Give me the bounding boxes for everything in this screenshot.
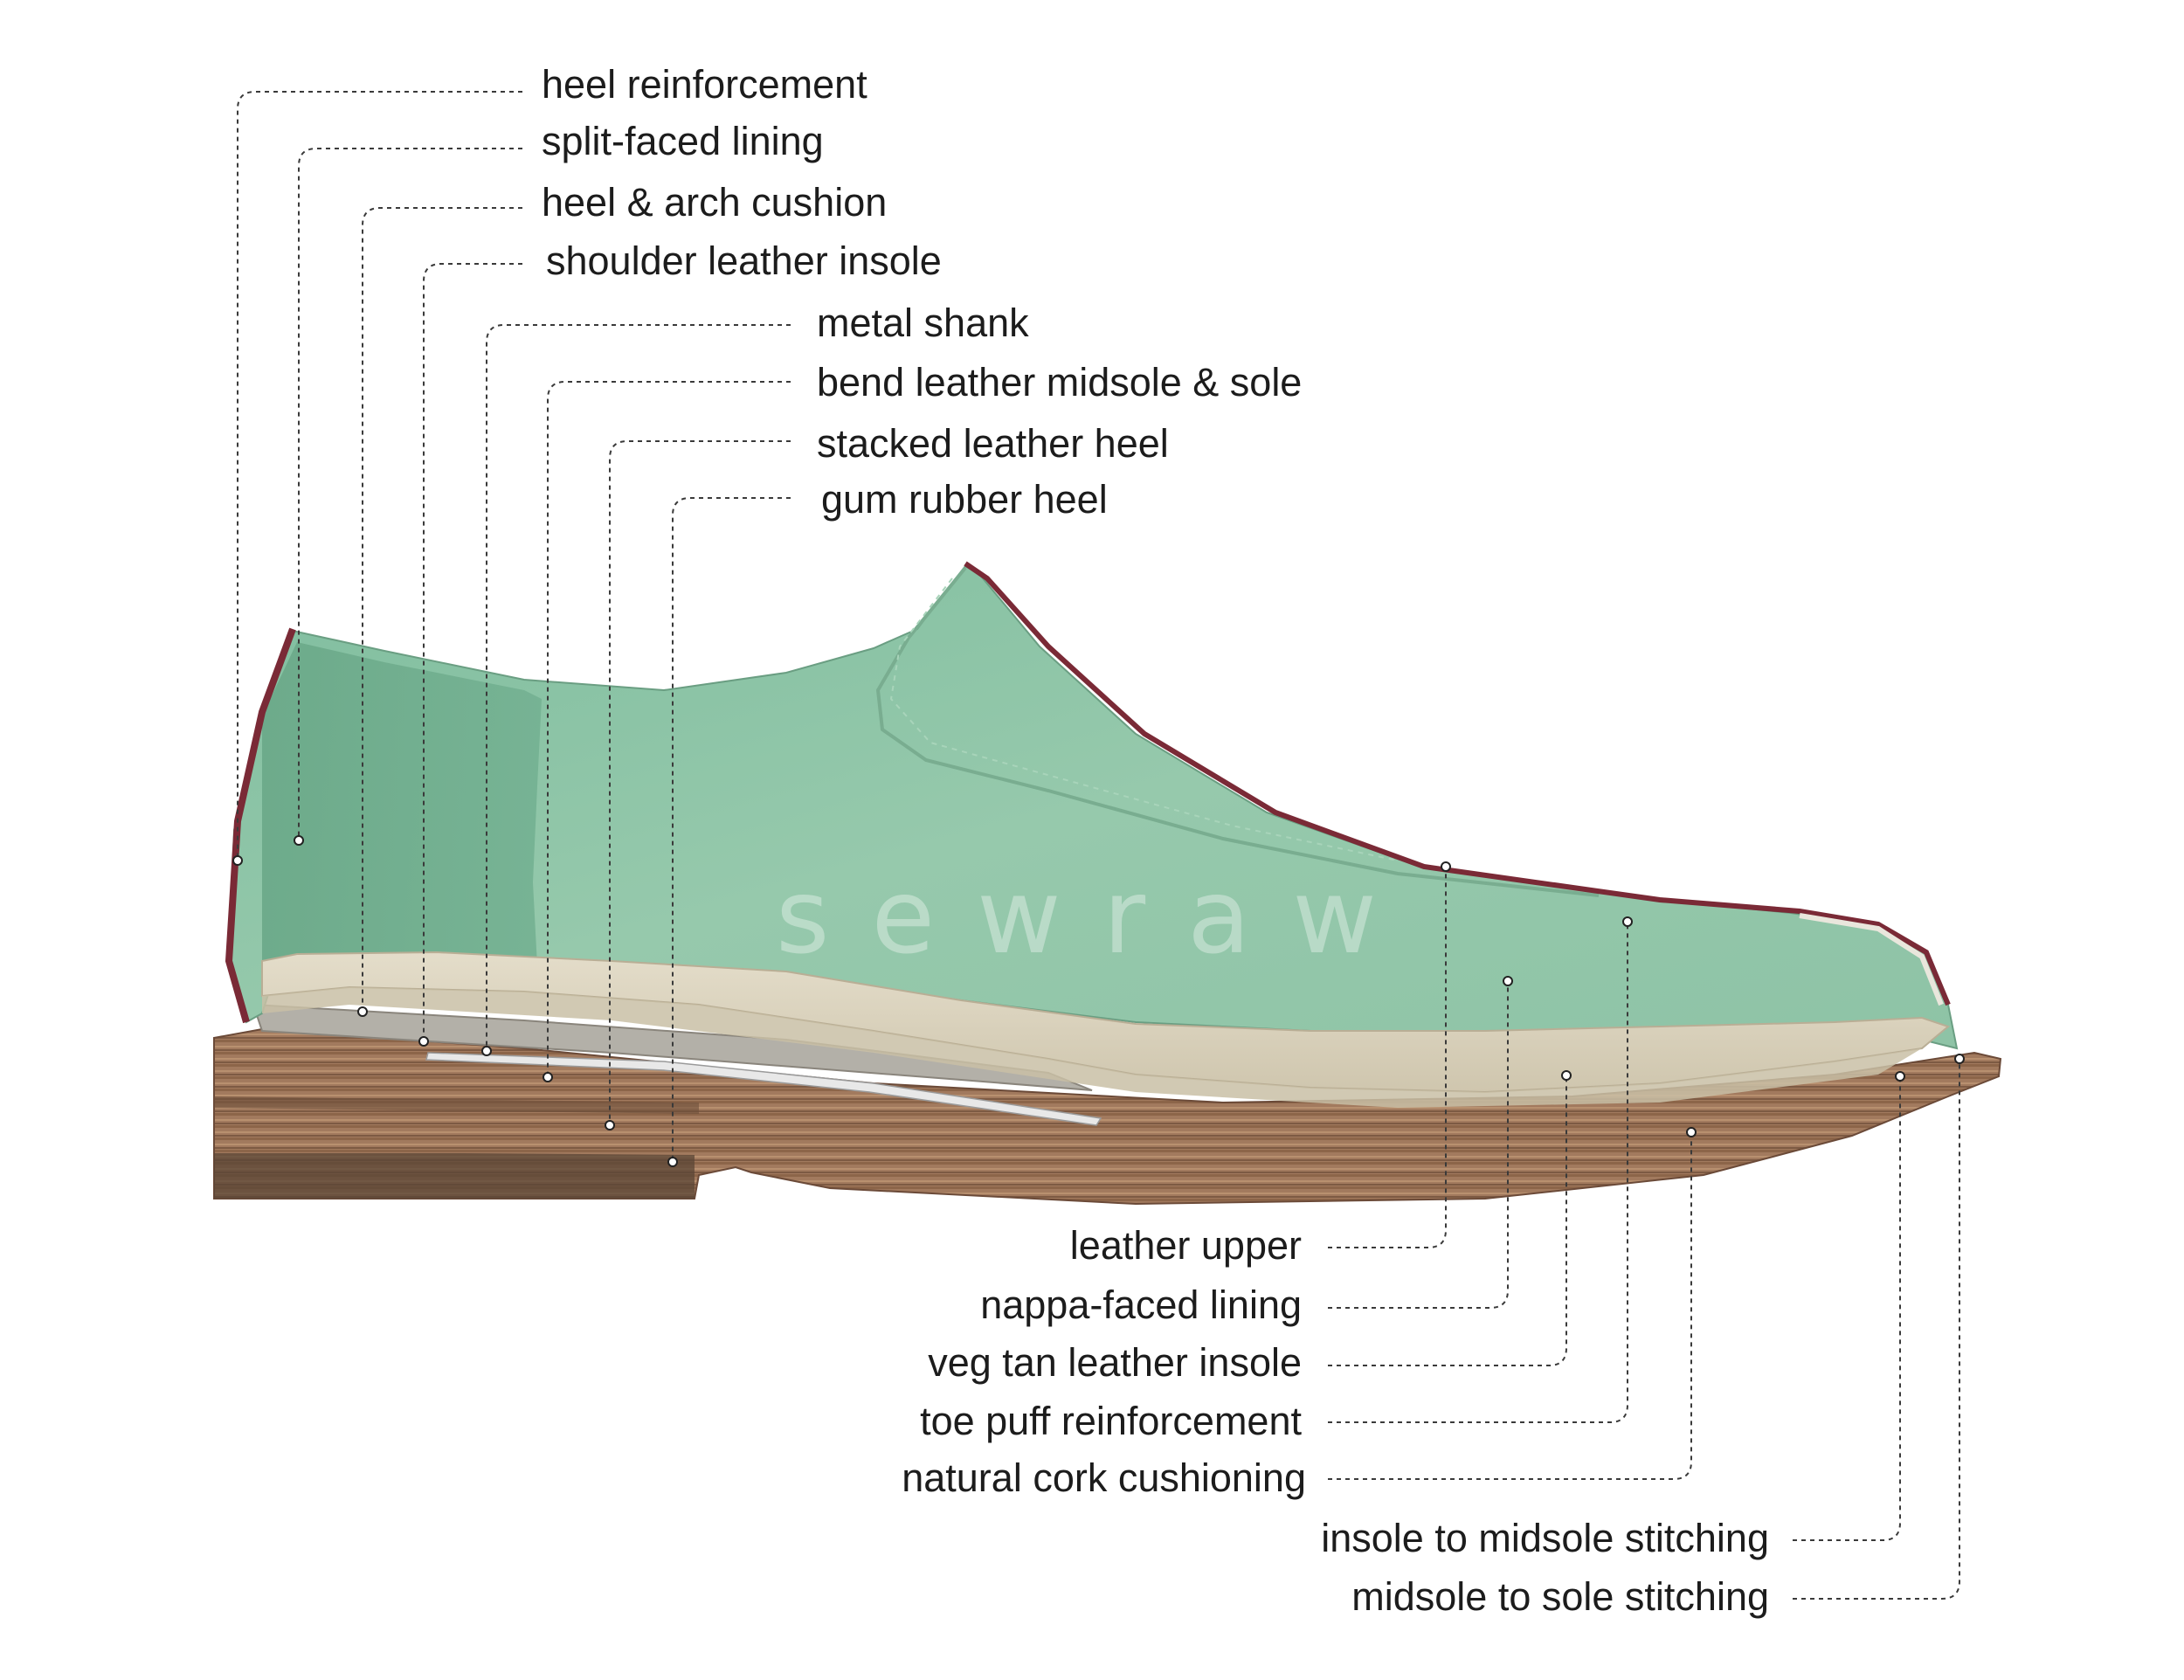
label-shoulder-leather-insole: shoulder leather insole <box>546 239 942 283</box>
label-nappa-faced-lining: nappa-faced lining <box>980 1282 1302 1327</box>
leader-metal-shank <box>486 324 791 1051</box>
anchor-leather-upper <box>1441 861 1451 872</box>
label-toe-puff-reinforcement: toe puff reinforcement <box>920 1399 1302 1443</box>
brand-watermark: sewraw <box>776 856 1419 977</box>
anchor-heel-reinforcement <box>232 855 243 866</box>
anchor-heel-arch-cushion <box>357 1006 368 1017</box>
leader-gum-rubber-heel <box>672 497 791 1162</box>
label-heel-reinforcement: heel reinforcement <box>542 62 867 107</box>
heel-mid-layer <box>214 1096 699 1114</box>
leader-bend-leather-midsole <box>547 381 791 1077</box>
anchor-metal-shank <box>481 1046 492 1056</box>
heel-lining-panel <box>262 642 542 965</box>
leader-veg-tan-leather-insole <box>1328 1075 1567 1366</box>
leader-split-faced-lining <box>298 148 522 840</box>
anchor-toe-puff-reinforcement <box>1622 916 1633 927</box>
label-metal-shank: metal shank <box>817 301 1029 345</box>
anchor-natural-cork-cushioning <box>1686 1127 1697 1137</box>
leader-nappa-faced-lining <box>1328 981 1509 1309</box>
leader-heel-reinforcement <box>237 91 522 861</box>
heel-dark-layer <box>214 1153 695 1199</box>
label-leather-upper: leather upper <box>1070 1223 1302 1268</box>
metal-shank-shape <box>425 1052 1102 1126</box>
leader-midsole-sole-stitching <box>1793 1059 1960 1600</box>
insole-lower-band <box>262 987 1922 1108</box>
label-veg-tan-leather-insole: veg tan leather insole <box>928 1340 1302 1385</box>
shoe-cutaway-illustration: sewraw <box>213 561 2002 1206</box>
anchor-bend-leather-midsole <box>543 1072 553 1082</box>
label-bend-leather-midsole-sole: bend leather midsole & sole <box>817 360 1302 404</box>
bottom-callout-labels: leather upper nappa-faced lining veg tan… <box>902 1223 1769 1619</box>
label-midsole-to-sole-stitching: midsole to sole stitching <box>1351 1574 1769 1619</box>
leader-insole-midsole-stitching <box>1793 1076 1901 1541</box>
anchor-shoulder-leather-insole <box>418 1036 429 1047</box>
anchor-split-faced-lining <box>294 835 304 846</box>
label-heel-arch-cushion: heel & arch cushion <box>542 180 887 225</box>
anchor-insole-midsole-stitching <box>1895 1071 1905 1082</box>
anchor-gum-rubber-heel <box>667 1157 678 1167</box>
leader-stacked-leather-heel <box>609 440 791 1125</box>
anchor-veg-tan-leather-insole <box>1561 1070 1572 1081</box>
leader-shoulder-leather-insole <box>423 263 522 1041</box>
anchor-stacked-leather-heel <box>605 1120 615 1130</box>
label-insole-to-midsole-stitching: insole to midsole stitching <box>1321 1516 1769 1560</box>
label-stacked-leather-heel: stacked leather heel <box>817 421 1169 466</box>
leader-heel-arch-cushion <box>362 207 522 1012</box>
label-natural-cork-cushioning: natural cork cushioning <box>902 1455 1306 1500</box>
label-gum-rubber-heel: gum rubber heel <box>821 477 1108 522</box>
top-leader-lines <box>237 91 791 1162</box>
anchor-midsole-sole-stitching <box>1954 1054 1965 1064</box>
anchor-nappa-faced-lining <box>1503 976 1513 986</box>
leader-leather-upper <box>1328 867 1447 1248</box>
leader-toe-puff-reinforcement <box>1328 922 1628 1423</box>
leader-natural-cork-cushioning <box>1328 1132 1692 1480</box>
bottom-leader-lines <box>1328 867 1960 1600</box>
vamp-stitch <box>889 577 1399 861</box>
midsole-layer <box>252 1003 1093 1091</box>
top-callout-labels: heel reinforcement split-faced lining he… <box>542 62 1302 522</box>
toe-lining-edge <box>1799 913 1944 1006</box>
label-split-faced-lining: split-faced lining <box>542 119 824 163</box>
topline-trim <box>964 561 1951 1006</box>
anchor-dots <box>232 835 1965 1167</box>
